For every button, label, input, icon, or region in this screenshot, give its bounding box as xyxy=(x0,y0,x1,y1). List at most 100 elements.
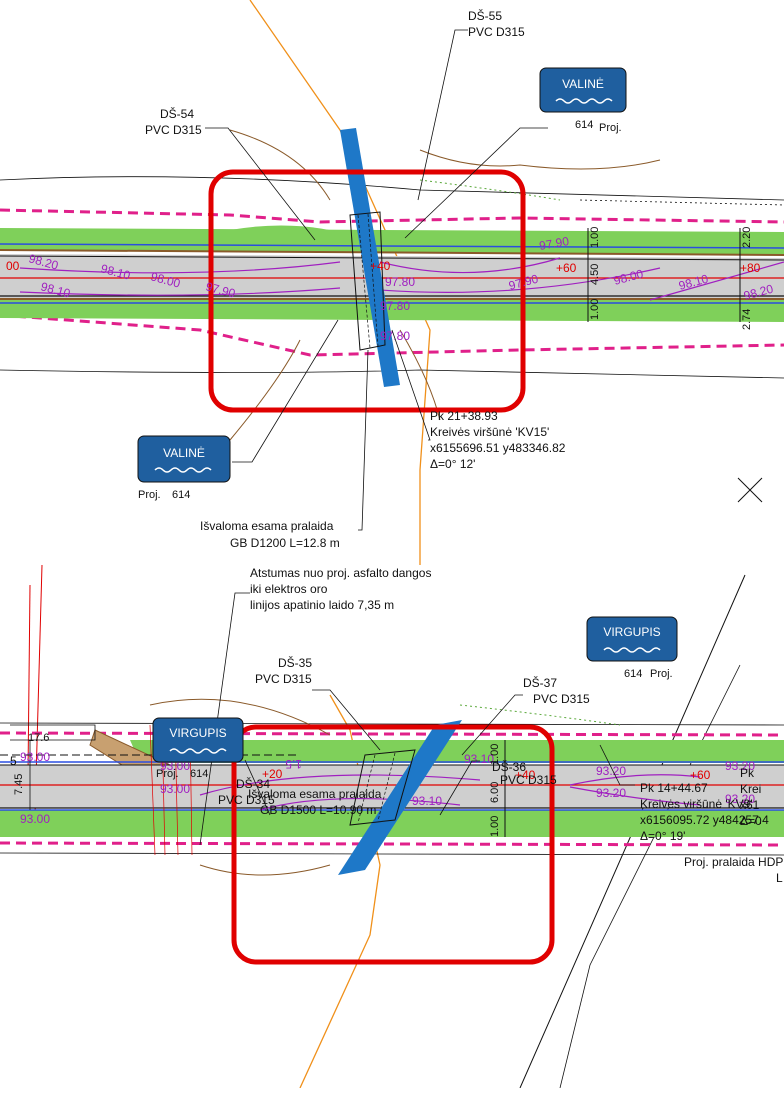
water-waves-icon xyxy=(169,748,227,754)
dimension-label: 6.00 xyxy=(489,782,501,803)
road-plan-top: 00 +40 +60 +80 98.20 98.10 98.00 97.90 9… xyxy=(0,0,784,565)
dimension-label: 1.00 xyxy=(589,227,601,248)
curve-info-coords: x6155696.51 y483346.82 xyxy=(430,441,566,455)
water-body-sign: VIRGUPIS xyxy=(152,717,244,763)
curve-cut-line4: Δ=0 xyxy=(740,814,762,828)
water-body-name: VIRGUPIS xyxy=(603,625,660,639)
water-body-sign: VALINĖ xyxy=(137,435,231,483)
badge-proj-label: Proj. xyxy=(650,668,673,680)
elevation-label: 93.10 xyxy=(464,752,494,766)
callout-ds34-pipe: PVC D315 xyxy=(218,793,275,807)
callout-ds55-name: DŠ-55 xyxy=(468,8,502,23)
stream xyxy=(340,128,400,387)
water-waves-icon xyxy=(603,647,661,653)
elevation-label: 97.90 xyxy=(538,234,570,253)
station-label: +60 xyxy=(556,261,577,275)
elevation-label: 93.00 xyxy=(20,812,50,826)
drawing-panel-top: 00 +40 +60 +80 98.20 98.10 98.00 97.90 9… xyxy=(0,0,784,565)
curve-info-vertex: Kreivės viršūnė 'KV15' xyxy=(430,425,549,439)
x-mark-icon xyxy=(737,477,763,503)
note-line3: linijos apatinio laido 7,35 m xyxy=(250,598,394,612)
magenta-dashed-line xyxy=(0,208,784,224)
culvert-note-line1: Išvaloma esama pralaida xyxy=(200,519,334,533)
culvert-note-line1: Išvaloma esama pralaida xyxy=(248,787,382,801)
boundary-line xyxy=(0,852,784,856)
station-label: 00 xyxy=(6,259,20,273)
culvert-outline xyxy=(349,211,386,351)
highlight-box xyxy=(231,724,555,965)
callout-ds37-pipe: PVC D315 xyxy=(533,692,590,706)
elevation-label: 93.10 xyxy=(412,794,442,808)
water-body-name: VALINĖ xyxy=(562,77,604,91)
orange-boundary-line xyxy=(299,694,381,1089)
dimension-label: 1.00 xyxy=(489,816,501,837)
curve-info-station: Pk 14+44.67 xyxy=(640,781,708,795)
curve-info-station: Pk 21+38.93 xyxy=(430,409,498,423)
road-surface xyxy=(0,765,784,808)
callout-ds37-name: DŠ-37 xyxy=(523,675,557,690)
culvert-outline xyxy=(349,749,416,826)
elevation-label: 93.20 xyxy=(596,764,626,778)
curve-info-vertex: Kreivės viršūnė 'KV9' xyxy=(640,797,753,811)
elevation-label: 97.80 xyxy=(380,299,410,313)
badge-proj-label: Proj. xyxy=(599,122,622,134)
station-label: +60 xyxy=(690,768,711,782)
curve-info-angle: Δ=0° 12' xyxy=(430,457,475,471)
station-label: +40 xyxy=(515,768,536,782)
callout-ds54-name: DŠ-54 xyxy=(160,106,194,121)
station-label: +40 xyxy=(370,259,391,273)
culvert-note-line2: GB D1500 L=10.90 m xyxy=(260,803,376,817)
dimension-label: 4.50 xyxy=(589,264,601,285)
curve-cut-line3: x61 xyxy=(740,798,760,812)
elevation-label: 93.20 xyxy=(725,792,755,806)
dimension-label: 1.00 xyxy=(589,299,601,320)
water-waves-icon xyxy=(154,467,212,473)
elevation-label: 93.00 xyxy=(20,750,50,764)
orange-boundary-line xyxy=(249,0,431,565)
water-body-name: VIRGUPIS xyxy=(169,726,226,740)
water-body-sign: VIRGUPIS xyxy=(586,616,678,662)
note-line1: Atstumas nuo proj. asfalto dangos xyxy=(250,566,431,580)
elevation-label: 97.80 xyxy=(380,329,410,343)
elevation-label: 93.20 xyxy=(596,786,626,800)
dimension-label: 1.00 xyxy=(489,744,501,765)
elevation-label: 93.20 xyxy=(725,759,755,773)
boundary-line xyxy=(0,722,784,726)
magenta-dashed-line xyxy=(0,313,784,357)
water-body-name: VALINĖ xyxy=(163,446,205,460)
callout-ds36-pipe: PVC D315 xyxy=(500,773,557,787)
callout-ds36-name: DŠ-36 xyxy=(492,759,526,774)
dimension-label: 2.20 xyxy=(741,227,753,248)
elevation-label: 93.00 xyxy=(160,782,190,796)
boundary-line xyxy=(0,176,784,201)
stream xyxy=(338,720,462,875)
badge-proj-label: Proj. xyxy=(138,489,161,501)
dimension-label: 2.74 xyxy=(741,309,753,330)
station-label: +80 xyxy=(740,261,761,275)
curve-cut-line2: Krei xyxy=(740,782,761,796)
callout-ds55-pipe: PVC D315 xyxy=(468,25,525,39)
station-label: +20 xyxy=(262,767,283,781)
callout-ds54-pipe: PVC D315 xyxy=(145,123,202,137)
elevation-label: 97.80 xyxy=(385,275,415,289)
badge-proj-number: 614 xyxy=(575,119,593,131)
slope-label: 1.5 xyxy=(285,757,302,771)
road-plan-bottom: Atstumas nuo proj. asfalto dangos iki el… xyxy=(0,564,784,1089)
badge-proj-number: 614 xyxy=(190,768,208,780)
proj-culvert-line1: Proj. pralaida HDP xyxy=(684,855,783,869)
magenta-dashed-line xyxy=(0,731,784,737)
culvert-note-line2: GB D1200 L=12.8 m xyxy=(230,536,340,550)
note-line2: iki elektros oro xyxy=(250,582,328,596)
curve-info-coords: x6156095.72 y484257.4 xyxy=(640,813,769,827)
green-verge xyxy=(130,740,784,763)
badge-proj-number: 614 xyxy=(624,668,642,680)
side-dimension: 7.45 xyxy=(13,774,25,795)
magenta-dashed-line xyxy=(0,841,784,847)
curve-cut-line1: Pk xyxy=(740,766,755,780)
water-body-sign: VALINĖ xyxy=(539,67,627,113)
badge-proj-number: 614 xyxy=(172,489,190,501)
water-waves-icon xyxy=(555,98,613,104)
callout-ds35-name: DŠ-35 xyxy=(278,655,312,670)
badge-proj-label: Proj. xyxy=(156,768,179,780)
proj-culvert-line2: L xyxy=(776,871,783,885)
